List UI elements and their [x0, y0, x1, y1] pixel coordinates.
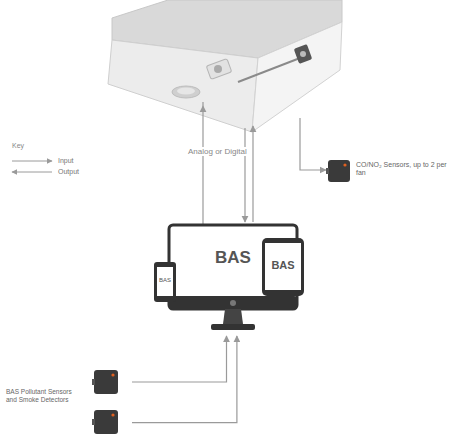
pollutant-sensors-outline: [4, 368, 132, 438]
node-text: BAS: [154, 277, 176, 284]
bas-phone: BAS: [154, 262, 176, 302]
sensor-wire: [300, 118, 326, 170]
fan-unit: [108, 0, 342, 132]
signal-arrow: [132, 336, 237, 423]
key-input-sample: [12, 161, 52, 162]
node-text: BAS: [262, 259, 304, 272]
node-text: BAS Pollutant Sensors and Smoke Detector…: [6, 388, 82, 404]
co-no2-sensor: CO/NO₂ Sensors, up to 2 per fan: [326, 158, 452, 184]
legend-text: Output: [58, 168, 79, 175]
node-text: CO/NO₂ Sensors, up to 2 per fan: [356, 161, 452, 178]
signal-label: Analog or Digital: [186, 147, 249, 156]
bas-tablet: BAS: [262, 238, 304, 296]
pollutant-sensors: BAS Pollutant Sensors and Smoke Detector…: [4, 368, 132, 438]
key-output-sample: [12, 172, 52, 173]
signal-arrow: [132, 336, 227, 382]
legend-text: Input: [58, 157, 74, 164]
key-title: Key: [10, 142, 26, 149]
signal-lines: [203, 102, 253, 224]
